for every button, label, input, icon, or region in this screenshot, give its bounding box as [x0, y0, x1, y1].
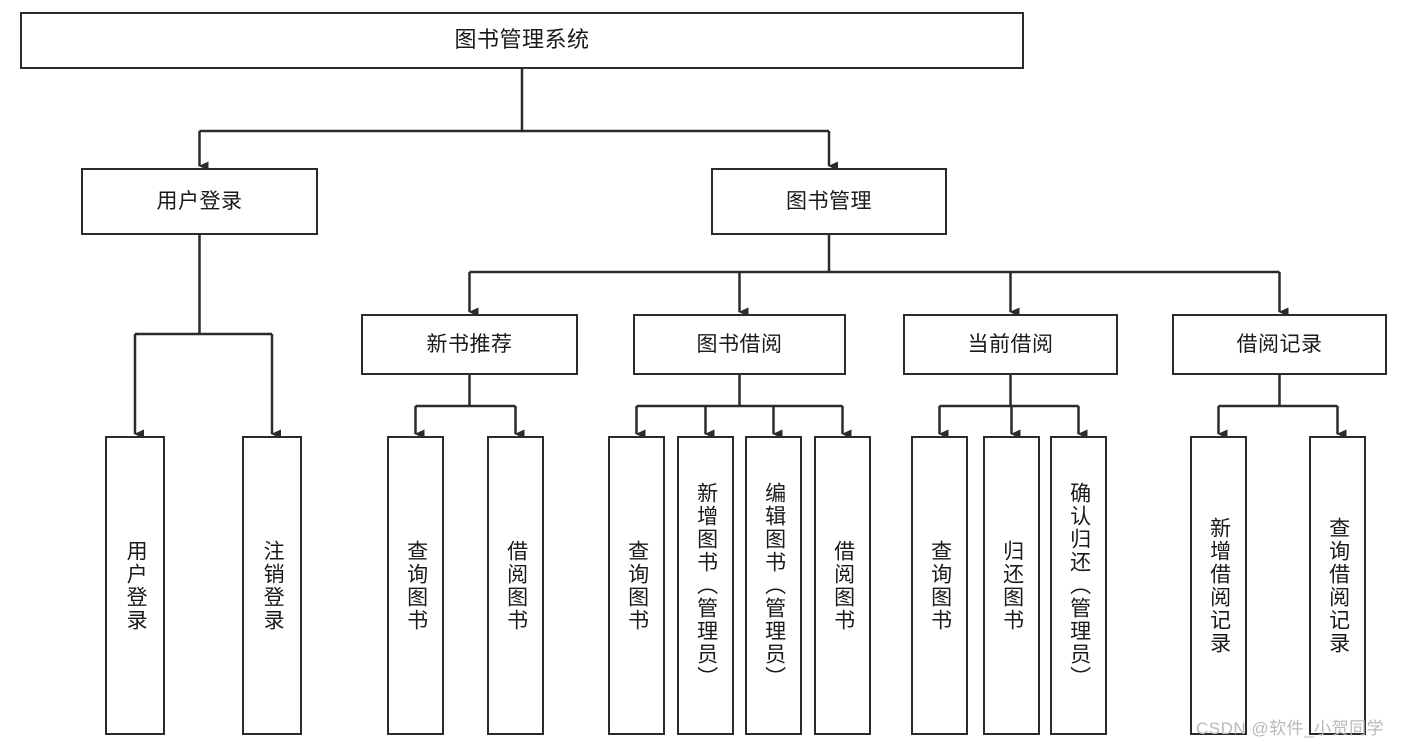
node-label: 查询借阅记录 — [1326, 516, 1350, 655]
node-leaf-query-book-1[interactable]: 查询图书 — [387, 436, 444, 735]
node-label: 用户登录 — [156, 189, 243, 213]
node-label: 归还图书 — [1000, 539, 1024, 632]
node-label: 借阅图书 — [831, 539, 855, 632]
node-leaf-borrow-book-2[interactable]: 借阅图书 — [814, 436, 871, 735]
node-current-borrow[interactable]: 当前借阅 — [903, 314, 1118, 375]
node-label: 图书管理系统 — [454, 27, 590, 53]
node-leaf-user-login[interactable]: 用户登录 — [105, 436, 165, 735]
node-leaf-user-logout[interactable]: 注销登录 — [242, 436, 302, 735]
node-leaf-query-book-2[interactable]: 查询图书 — [608, 436, 665, 735]
node-label: 借阅记录 — [1236, 332, 1323, 356]
node-book-borrow[interactable]: 图书借阅 — [633, 314, 846, 375]
node-leaf-return-book[interactable]: 归还图书 — [983, 436, 1040, 735]
node-label: 图书借阅 — [696, 332, 783, 356]
node-user-login[interactable]: 用户登录 — [81, 168, 318, 235]
node-label: 新增图书（管理员） — [694, 482, 718, 689]
node-root[interactable]: 图书管理系统 — [20, 12, 1024, 69]
node-label: 编辑图书（管理员） — [762, 482, 786, 689]
node-label: 注销登录 — [261, 539, 285, 632]
node-borrow-record[interactable]: 借阅记录 — [1172, 314, 1387, 375]
node-label: 图书管理 — [786, 189, 872, 213]
node-label: 查询图书 — [928, 539, 952, 632]
node-leaf-query-record[interactable]: 查询借阅记录 — [1309, 436, 1366, 735]
node-leaf-add-record[interactable]: 新增借阅记录 — [1190, 436, 1247, 735]
node-label: 确认归还（管理员） — [1067, 482, 1091, 689]
node-label: 新书推荐 — [426, 332, 513, 356]
node-label: 用户登录 — [124, 539, 148, 632]
node-label: 借阅图书 — [504, 539, 528, 632]
node-label: 查询图书 — [404, 539, 428, 632]
node-label: 查询图书 — [625, 539, 649, 632]
node-label: 当前借阅 — [967, 332, 1054, 356]
node-leaf-add-book[interactable]: 新增图书（管理员） — [677, 436, 734, 735]
node-label: 新增借阅记录 — [1207, 516, 1231, 655]
node-leaf-confirm-return[interactable]: 确认归还（管理员） — [1050, 436, 1107, 735]
node-leaf-query-book-3[interactable]: 查询图书 — [911, 436, 968, 735]
node-book-manage[interactable]: 图书管理 — [711, 168, 947, 235]
node-leaf-edit-book[interactable]: 编辑图书（管理员） — [745, 436, 802, 735]
watermark-label: CSDN @软件_小贺同学 — [1196, 719, 1385, 738]
node-new-book-rec[interactable]: 新书推荐 — [361, 314, 578, 375]
node-leaf-borrow-book-1[interactable]: 借阅图书 — [487, 436, 544, 735]
